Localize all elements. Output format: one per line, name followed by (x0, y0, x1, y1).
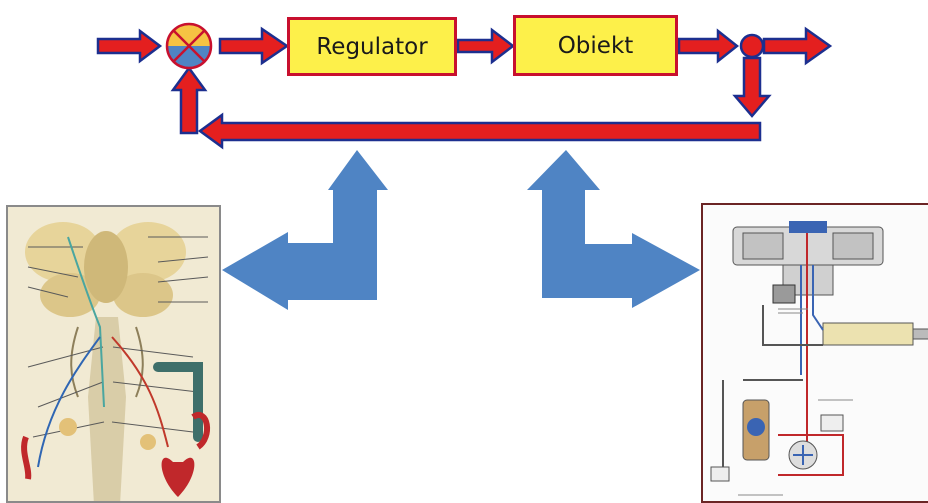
regulator-label: Regulator (316, 33, 428, 60)
mapping-arrow-to-technology (527, 150, 700, 308)
regulator-block: Regulator (287, 17, 457, 76)
feedback-up-arrow (170, 65, 208, 135)
arrow-junction-to-regulator (218, 26, 290, 66)
anatomy-nervous-system-illustration (6, 205, 221, 503)
arrow-object-to-branch (677, 28, 740, 64)
arrow-regulator-to-object (456, 27, 516, 65)
summing-junction-icon (165, 22, 213, 70)
output-arrow (762, 26, 833, 66)
object-block: Obiekt (513, 15, 678, 76)
object-label: Obiekt (557, 32, 634, 59)
hydraulic-control-system-illustration (701, 203, 928, 503)
mapping-arrow-to-biology (222, 150, 388, 310)
branch-point-icon (739, 33, 765, 59)
feedback-down-arrow (732, 56, 772, 118)
feedback-return-arrow (197, 112, 762, 150)
input-arrow (96, 28, 163, 64)
